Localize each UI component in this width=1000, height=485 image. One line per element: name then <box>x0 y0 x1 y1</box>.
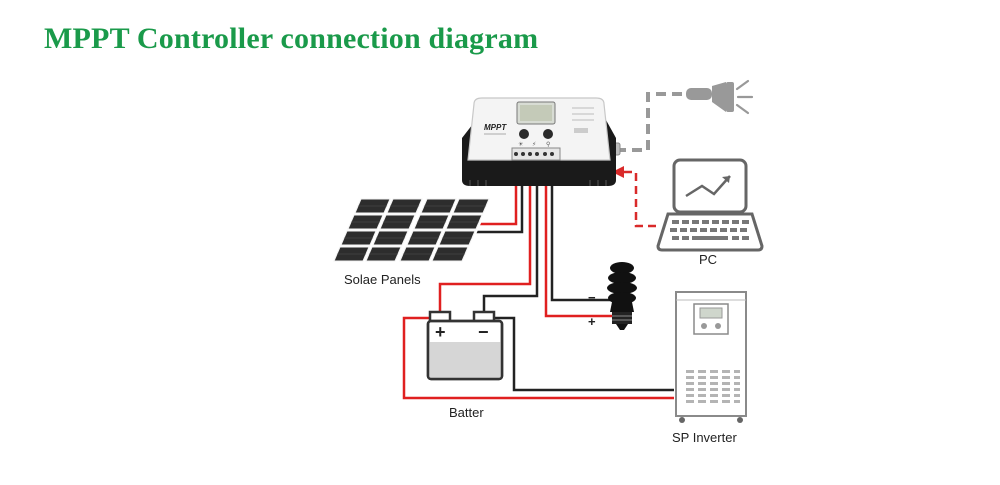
battery-plus-sign: + <box>435 322 446 342</box>
battery-negative-wire <box>482 160 539 318</box>
mppt-controller: MPPT ☀ ⚡ ⚲ <box>462 97 616 186</box>
solar-panels <box>332 198 492 262</box>
svg-text:⚲: ⚲ <box>546 141 550 148</box>
solar-panels-label: Solae Panels <box>344 272 421 287</box>
svg-text:⚡: ⚡ <box>532 141 536 148</box>
svg-text:☀: ☀ <box>518 141 524 148</box>
battery-icon <box>426 310 504 381</box>
load-positive-wire <box>544 160 612 318</box>
laptop-icon <box>656 158 764 252</box>
battery-minus-sign: − <box>478 322 489 342</box>
page-title: MPPT Controller connection diagram <box>44 22 539 55</box>
battery-label: Batter <box>449 405 484 420</box>
inverter-negative-wire <box>494 316 674 392</box>
inverter-icon <box>675 291 747 423</box>
bulb-icon <box>607 262 637 330</box>
controller-brand: MPPT <box>484 123 507 132</box>
accessory-cable <box>616 92 686 152</box>
flashlight-icon <box>686 79 754 115</box>
load-minus-sign: − <box>588 290 596 305</box>
pc-data-cable <box>614 170 656 228</box>
battery-positive-wire <box>438 160 532 318</box>
load-negative-wire <box>550 160 612 302</box>
load-plus-sign: + <box>588 314 596 329</box>
inverter-positive-wire <box>402 316 674 400</box>
inverter-label: SP Inverter <box>672 430 737 445</box>
pc-label: PC <box>699 252 717 267</box>
